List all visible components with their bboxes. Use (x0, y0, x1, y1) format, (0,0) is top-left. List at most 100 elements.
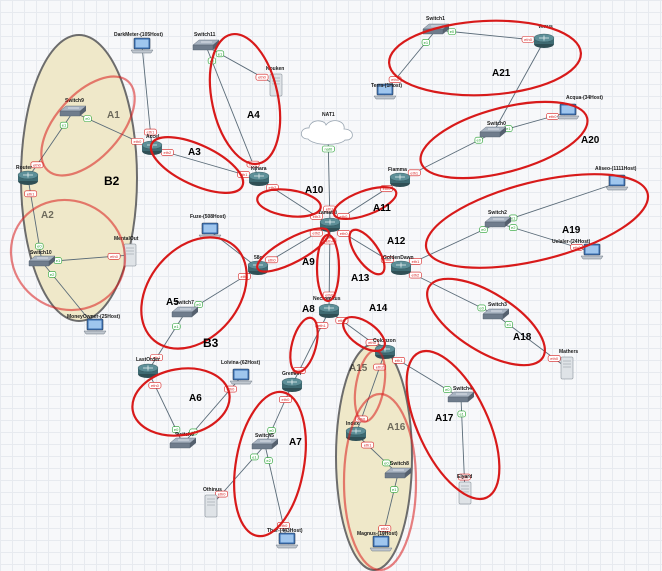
port-tag: eth1 (392, 356, 406, 364)
group-label: A4 (247, 110, 260, 121)
node-lastorder[interactable]: LastOrder (136, 357, 160, 378)
node-darkmeter[interactable]: DarkMeter-(105Host) (114, 32, 163, 54)
port-tag: eth0 (337, 229, 351, 237)
port-label: eth1 (153, 355, 162, 360)
laptop-icon (275, 532, 299, 549)
node-label: Magnus-(10Host) (357, 531, 398, 537)
group-label: A16 (387, 422, 406, 433)
port-tag: e1 (457, 410, 466, 418)
node-switch3[interactable]: Switch3 (482, 302, 510, 320)
node-othinus[interactable]: Othinus (203, 487, 222, 518)
group-outline (332, 185, 398, 221)
node-label: 58c (254, 255, 263, 261)
port-label: e0 (37, 244, 42, 249)
node-thor[interactable]: Thor-(443Host) (267, 528, 303, 549)
node-magnus[interactable]: Magnus-(10Host) (357, 531, 398, 552)
node-elyard[interactable]: Elyard (457, 474, 472, 505)
port-label: eth0 (368, 340, 377, 345)
link-switch2-aliseo (497, 182, 618, 224)
node-label: Switch1 (426, 16, 445, 22)
port-label: eth0 (227, 387, 236, 392)
port-label: eth0 (550, 356, 559, 361)
group-a13: A13 (315, 233, 370, 303)
group-outline (289, 316, 319, 374)
node-switch7[interactable]: Switch7 (171, 300, 199, 318)
port-label: e1 (252, 454, 257, 459)
node-aliseo[interactable]: Aliseo-(1111Host) (595, 166, 637, 191)
port-tag: e1 (53, 257, 63, 265)
port-label: eth1 (412, 259, 421, 264)
node-moneyowner[interactable]: MoneyOwner-(25Host) (67, 314, 120, 335)
node-label: Othinus (203, 487, 222, 493)
group-label: B2 (104, 174, 120, 188)
group-a14: A14 (342, 303, 388, 353)
port-label: eth2 (338, 318, 347, 323)
port-label: eth2 (411, 273, 420, 278)
node-label: Switch4 (453, 386, 472, 392)
node-switch11[interactable]: Switch11 (192, 32, 220, 51)
node-nat1[interactable]: NAT1 (300, 112, 353, 145)
node-lolvina[interactable]: Lolvina-(62Host) (221, 360, 261, 385)
node-switch4[interactable]: Switch4 (447, 386, 475, 403)
node-switch10[interactable]: Switch10 (28, 250, 56, 267)
port-label: eth2 (163, 150, 172, 155)
laptop-icon (83, 318, 107, 335)
node-goldendawn[interactable]: GoldenDawn (383, 255, 414, 275)
port-label: eth0 (134, 139, 143, 144)
node-label: Thor-(443Host) (267, 528, 303, 534)
node-necromitus[interactable]: Necromitus (313, 296, 341, 318)
switch-icon (447, 391, 475, 403)
node-fuze[interactable]: Fuze-(508Host) (190, 214, 226, 239)
group-label: A17 (435, 413, 454, 424)
node-kihara[interactable]: Kihara (248, 166, 270, 186)
node-mathers[interactable]: Mathers (559, 349, 578, 380)
node-switch5[interactable]: Switch5 (251, 433, 279, 450)
port-label: eth1 (240, 172, 249, 177)
node-switch1[interactable]: Switch1 (422, 16, 450, 35)
node-switch9[interactable]: Switch9 (59, 98, 87, 117)
port-label: eth1 (364, 443, 373, 448)
node-label: Switch3 (488, 302, 507, 308)
group-label: A19 (562, 225, 581, 236)
node-mentalout[interactable]: MentalOut (114, 236, 139, 267)
port-label: eth0 (524, 37, 533, 42)
node-terra[interactable]: Terra-(1Host) (371, 83, 402, 100)
laptop-icon (198, 222, 222, 239)
group-a11: A11 (332, 185, 398, 221)
node-switch2[interactable]: Switch2 (484, 210, 512, 228)
group-a5: A5 (140, 236, 248, 350)
group-a2: A2 (9, 198, 127, 312)
group-outline (256, 188, 322, 218)
group-a15: A15 (349, 349, 387, 423)
node-gremlin[interactable]: Gremlin (281, 371, 303, 392)
port-label: eth1 (326, 207, 335, 212)
port-tag: eth2 (408, 271, 422, 279)
port-label: e2 (511, 225, 516, 230)
link-kihara-switch11 (205, 45, 260, 180)
node-yamatai[interactable]: Yamatai (318, 210, 341, 232)
node-acqua[interactable]: Acqua-(34Host) (556, 95, 603, 120)
router-icon (137, 363, 159, 378)
node-switch0[interactable]: Switch0 (479, 121, 507, 138)
node-fiamma[interactable]: Fiamma (388, 167, 411, 187)
router-icon (248, 171, 270, 186)
group-a19: A19 (424, 173, 650, 269)
group-outline (40, 75, 136, 177)
port-label: eth0 (268, 257, 277, 262)
node-label: Accel (146, 134, 160, 140)
port-tag: eth1 (237, 273, 251, 280)
node-label: Elyard (457, 474, 472, 480)
node-label: Switch0 (487, 121, 506, 127)
port-tag: e0 (83, 115, 92, 122)
port-tag: nat0 (321, 145, 335, 153)
group-a16: A16 (342, 392, 418, 571)
node-router_b2[interactable]: Router (16, 165, 39, 185)
laptop-icon (373, 83, 397, 100)
group-outline (348, 228, 386, 276)
port-label: e1 (511, 215, 516, 220)
port-label: eth0 (383, 186, 392, 191)
group-a8: A8 (289, 304, 319, 374)
node-switch8[interactable]: Switch8 (384, 461, 412, 479)
port-label: e0 (481, 227, 486, 232)
port-label: eth0 (282, 397, 291, 402)
